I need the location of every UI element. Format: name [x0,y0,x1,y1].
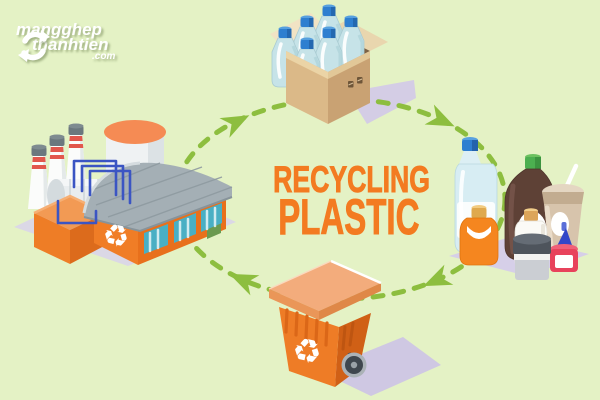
page-title: RECYCLING PLASTIC [249,161,431,245]
arrowhead-box-to-waste [424,104,455,127]
arrowhead-factory-to-box [219,115,250,138]
watermark-line-2: thanhtien [32,35,109,54]
arrowhead-bin-to-factory [229,273,260,296]
box-front-left-lip [286,51,328,79]
warehouse-building: ♻ [82,161,233,265]
plastic-waste-illustration [454,137,584,280]
bin-lid [268,259,382,320]
watermark-logo: mangghep thanhtien .com [14,21,174,78]
warehouse-windows [144,203,222,254]
handling-marks [348,77,363,88]
warehouse-curved-roof [82,161,233,233]
factory-illustration: ♻ [14,120,236,266]
orange-detergent-bottle [459,205,499,266]
bin-body: ♻ [279,307,371,387]
recycle-bin-illustration: ♻ [268,259,441,396]
box-of-bottles-illustration [270,2,388,124]
pipes [56,159,132,225]
bin-shadow [319,337,441,396]
glue-bottle [550,222,578,272]
watermark-line-3: .com [92,51,116,62]
circular-arrows-icon [18,30,50,62]
annex-building [33,194,107,264]
box-front-right-lip [328,51,370,79]
cardboard-box [270,2,388,124]
bin-wheel [341,352,367,378]
title-line-2: PLASTIC [278,189,420,245]
gray-jar [513,233,551,280]
arrowhead-waste-to-bin [423,264,454,287]
